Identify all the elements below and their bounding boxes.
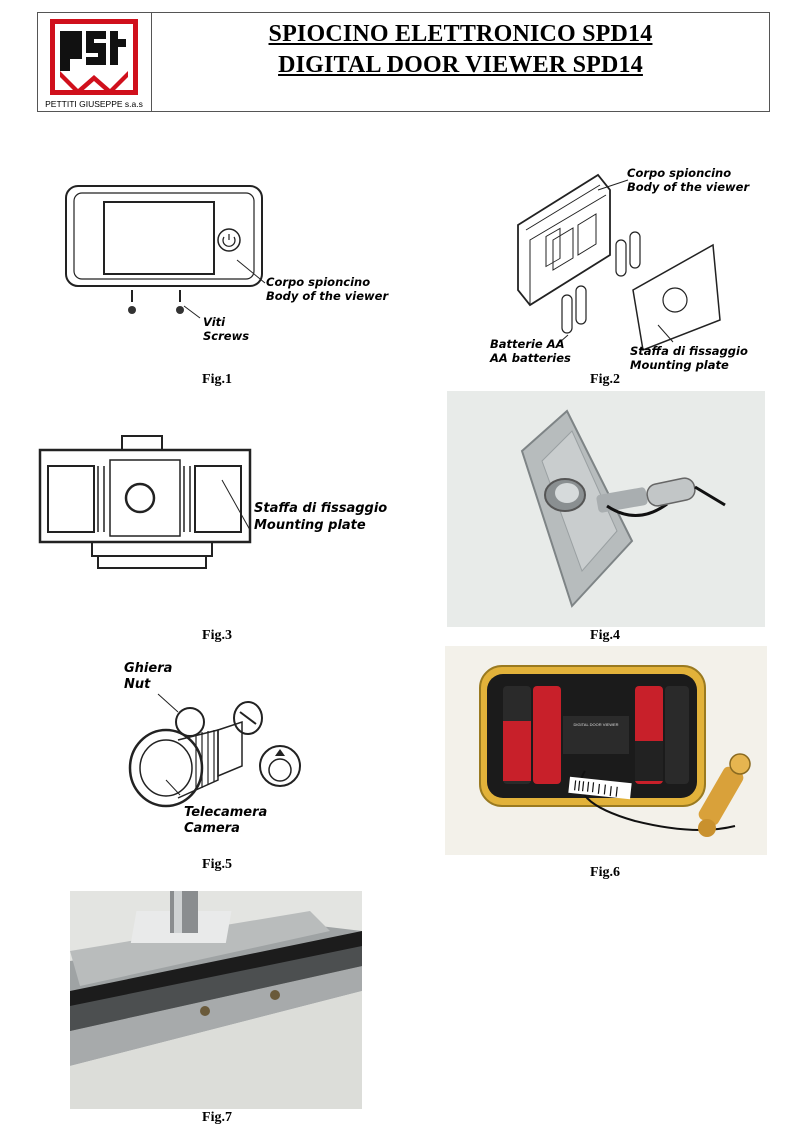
title-italian: SPIOCINO ELETTRONICO SPD14 [268, 21, 653, 47]
fig4-photo [447, 391, 765, 627]
fig4-caption: Fig.4 [590, 628, 620, 643]
fig5-caption: Fig.5 [202, 857, 232, 872]
svg-text:DIGITAL DOOR VIEWER: DIGITAL DOOR VIEWER [573, 722, 618, 727]
company-name: PETTITI GIUSEPPE s.a.s [45, 99, 143, 109]
fig2-caption: Fig.2 [590, 372, 620, 387]
fig6-photo: DIGITAL DOOR VIEWER [445, 646, 767, 855]
company-logo: PETTITI GIUSEPPE s.a.s [38, 13, 152, 111]
document-header: PETTITI GIUSEPPE s.a.s SPIOCINO ELETTRON… [37, 12, 770, 112]
fig7-caption: Fig.7 [202, 1110, 232, 1125]
title-english: DIGITAL DOOR VIEWER SPD14 [278, 52, 643, 78]
fig3-caption: Fig.3 [202, 628, 232, 643]
fig3-drawing [32, 430, 302, 585]
fig1-drawing [50, 178, 312, 328]
fig7-photo [70, 891, 362, 1109]
fig5-drawing [118, 690, 318, 820]
fig6-caption: Fig.6 [590, 865, 620, 880]
fig1-caption: Fig.1 [202, 372, 232, 387]
fig2-drawing [488, 160, 748, 375]
